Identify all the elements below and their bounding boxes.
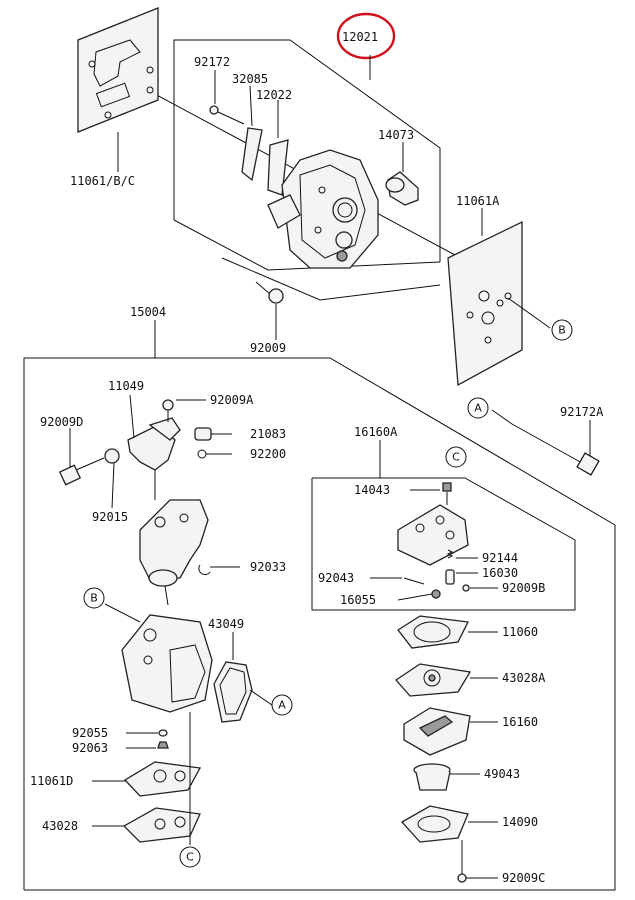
pump-body-16160a — [397, 492, 469, 566]
bolt-92009d — [58, 428, 120, 486]
label-12022: 12022 — [256, 88, 292, 102]
carburetor-upper-15004 — [139, 470, 209, 606]
label-92200: 92200 — [250, 447, 286, 461]
svg-text:C: C — [452, 451, 460, 464]
label-15004: 15004 — [130, 305, 166, 319]
label-11061a: 11061A — [456, 194, 500, 208]
label-43028: 43028 — [42, 819, 78, 833]
label-16030: 16030 — [482, 566, 518, 580]
label-92063: 92063 — [72, 741, 108, 755]
svg-text:B: B — [90, 592, 98, 605]
label-92043: 92043 — [318, 571, 354, 585]
cover-14090 — [400, 805, 498, 843]
label-92055: 92055 — [72, 726, 108, 740]
bolt-92009 — [255, 281, 284, 340]
pump-16160 — [403, 707, 498, 756]
label-11061d: 11061D — [30, 774, 73, 788]
cup-49043 — [413, 763, 480, 791]
label-92009a: 92009A — [210, 393, 254, 407]
screw-92172a — [491, 409, 600, 476]
label-14073: 14073 — [378, 128, 414, 142]
label-92033: 92033 — [250, 560, 286, 574]
label-21083: 21083 — [250, 427, 286, 441]
label-16055: 16055 — [340, 593, 376, 607]
label-32085: 32085 — [232, 72, 268, 86]
label-16160a: 16160A — [354, 425, 398, 439]
plate-32085 — [241, 85, 263, 182]
label-11060: 11060 — [502, 625, 538, 639]
label-43028a: 43028A — [502, 671, 546, 685]
screw-92172 — [209, 70, 245, 125]
label-16160: 16160 — [502, 715, 538, 729]
frame-15004 — [23, 320, 616, 891]
bracket-11049 — [127, 394, 181, 471]
label-49043: 49043 — [484, 767, 520, 781]
frame-16160a — [311, 440, 576, 611]
ref-c-bottom: C — [179, 846, 201, 868]
label-92015: 92015 — [92, 510, 128, 524]
label-11049: 11049 — [108, 379, 144, 393]
cap-14043 — [410, 482, 452, 492]
needle-parts-16030 — [370, 549, 498, 601]
ref-c-top: C — [445, 446, 467, 468]
label-11061bc: 11061/B/C — [70, 174, 135, 188]
clip-92033 — [198, 564, 240, 576]
carburetor-body-12021 — [267, 149, 379, 269]
label-92172: 92172 — [194, 55, 230, 69]
label-14043: 14043 — [354, 483, 390, 497]
gasket-11060 — [397, 615, 498, 649]
label-92009d: 92009D — [40, 415, 83, 429]
carburetor-lower-body — [104, 603, 213, 713]
gasket-43049 — [213, 632, 273, 723]
gasket-11061d — [92, 761, 202, 797]
svg-text:B: B — [558, 324, 566, 337]
ref-b-top: B — [551, 319, 573, 341]
svg-text:C: C — [186, 851, 194, 864]
screw-92009a — [162, 399, 206, 422]
diaphragm-43028 — [92, 807, 201, 843]
screw-92009c — [457, 840, 498, 883]
svg-text:A: A — [474, 402, 482, 415]
frame-12021 — [173, 39, 441, 301]
label-92009: 92009 — [250, 341, 286, 355]
gasket-11061a — [447, 208, 551, 387]
label-92172a: 92172A — [560, 405, 604, 419]
diaphragm-43028a — [395, 663, 498, 697]
gasket-11061bc — [77, 7, 159, 172]
fitting-21083 — [194, 427, 232, 459]
ref-a-bottom: A — [271, 694, 293, 716]
label-92144: 92144 — [482, 551, 518, 565]
choke-14073 — [385, 142, 419, 206]
label-92009c: 92009C — [502, 871, 545, 885]
label-92009b: 92009B — [502, 581, 545, 595]
ref-a-top: A — [467, 397, 489, 419]
ref-b-bottom: B — [83, 587, 105, 609]
svg-text:A: A — [278, 699, 286, 712]
label-12021: 12021 — [342, 30, 378, 44]
small-parts-92055 — [126, 729, 169, 749]
plate-12022 — [267, 100, 289, 196]
label-43049: 43049 — [208, 617, 244, 631]
label-14090: 14090 — [502, 815, 538, 829]
highlight-ring — [336, 12, 396, 60]
